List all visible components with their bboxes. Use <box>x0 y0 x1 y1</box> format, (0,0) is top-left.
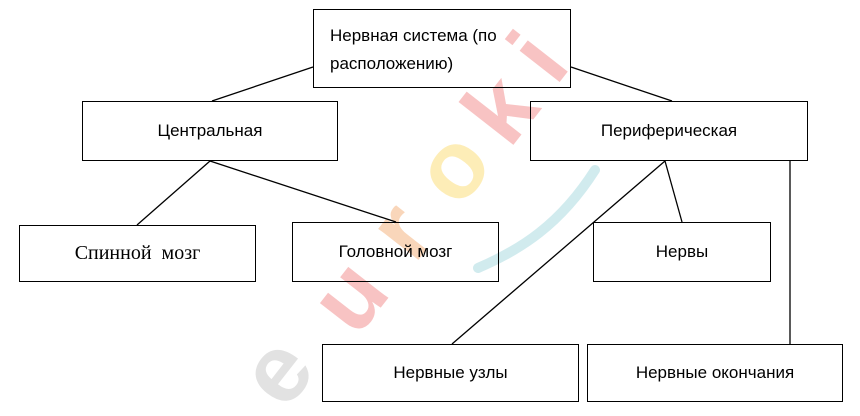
edge-peripheral-ganglia <box>451 160 666 345</box>
node-peripheral-label: Периферическая <box>600 121 738 140</box>
node-nerve-ganglia-label: Нервные узлы <box>393 363 508 382</box>
node-central-label: Центральная <box>157 121 263 140</box>
node-central: Центральная <box>82 101 338 161</box>
node-nerve-endings: Нервные окончания <box>587 344 843 402</box>
node-nerve-ganglia: Нервные узлы <box>322 344 579 402</box>
node-nervous-system: Нервная система (по расположению) <box>313 9 571 88</box>
node-nerve-endings-label: Нервные окончания <box>635 363 795 382</box>
edge-root-peripheral <box>570 66 673 102</box>
node-brain: Головной мозг <box>292 222 499 282</box>
node-brain-label: Головной мозг <box>338 242 453 261</box>
node-nerves: Нервы <box>593 222 771 282</box>
node-nerves-label: Нервы <box>655 242 709 261</box>
node-spinal-cord-label: Спинной мозг <box>74 242 201 264</box>
node-peripheral: Периферическая <box>530 101 808 161</box>
edge-central-spinal <box>136 160 211 226</box>
node-spinal-cord: Спинной мозг <box>19 225 256 282</box>
edge-central-brain <box>209 160 397 223</box>
edge-peripheral-nerves <box>664 160 683 223</box>
node-nervous-system-label: Нервная система (по расположению) <box>330 26 497 73</box>
edge-root-central <box>211 66 314 102</box>
